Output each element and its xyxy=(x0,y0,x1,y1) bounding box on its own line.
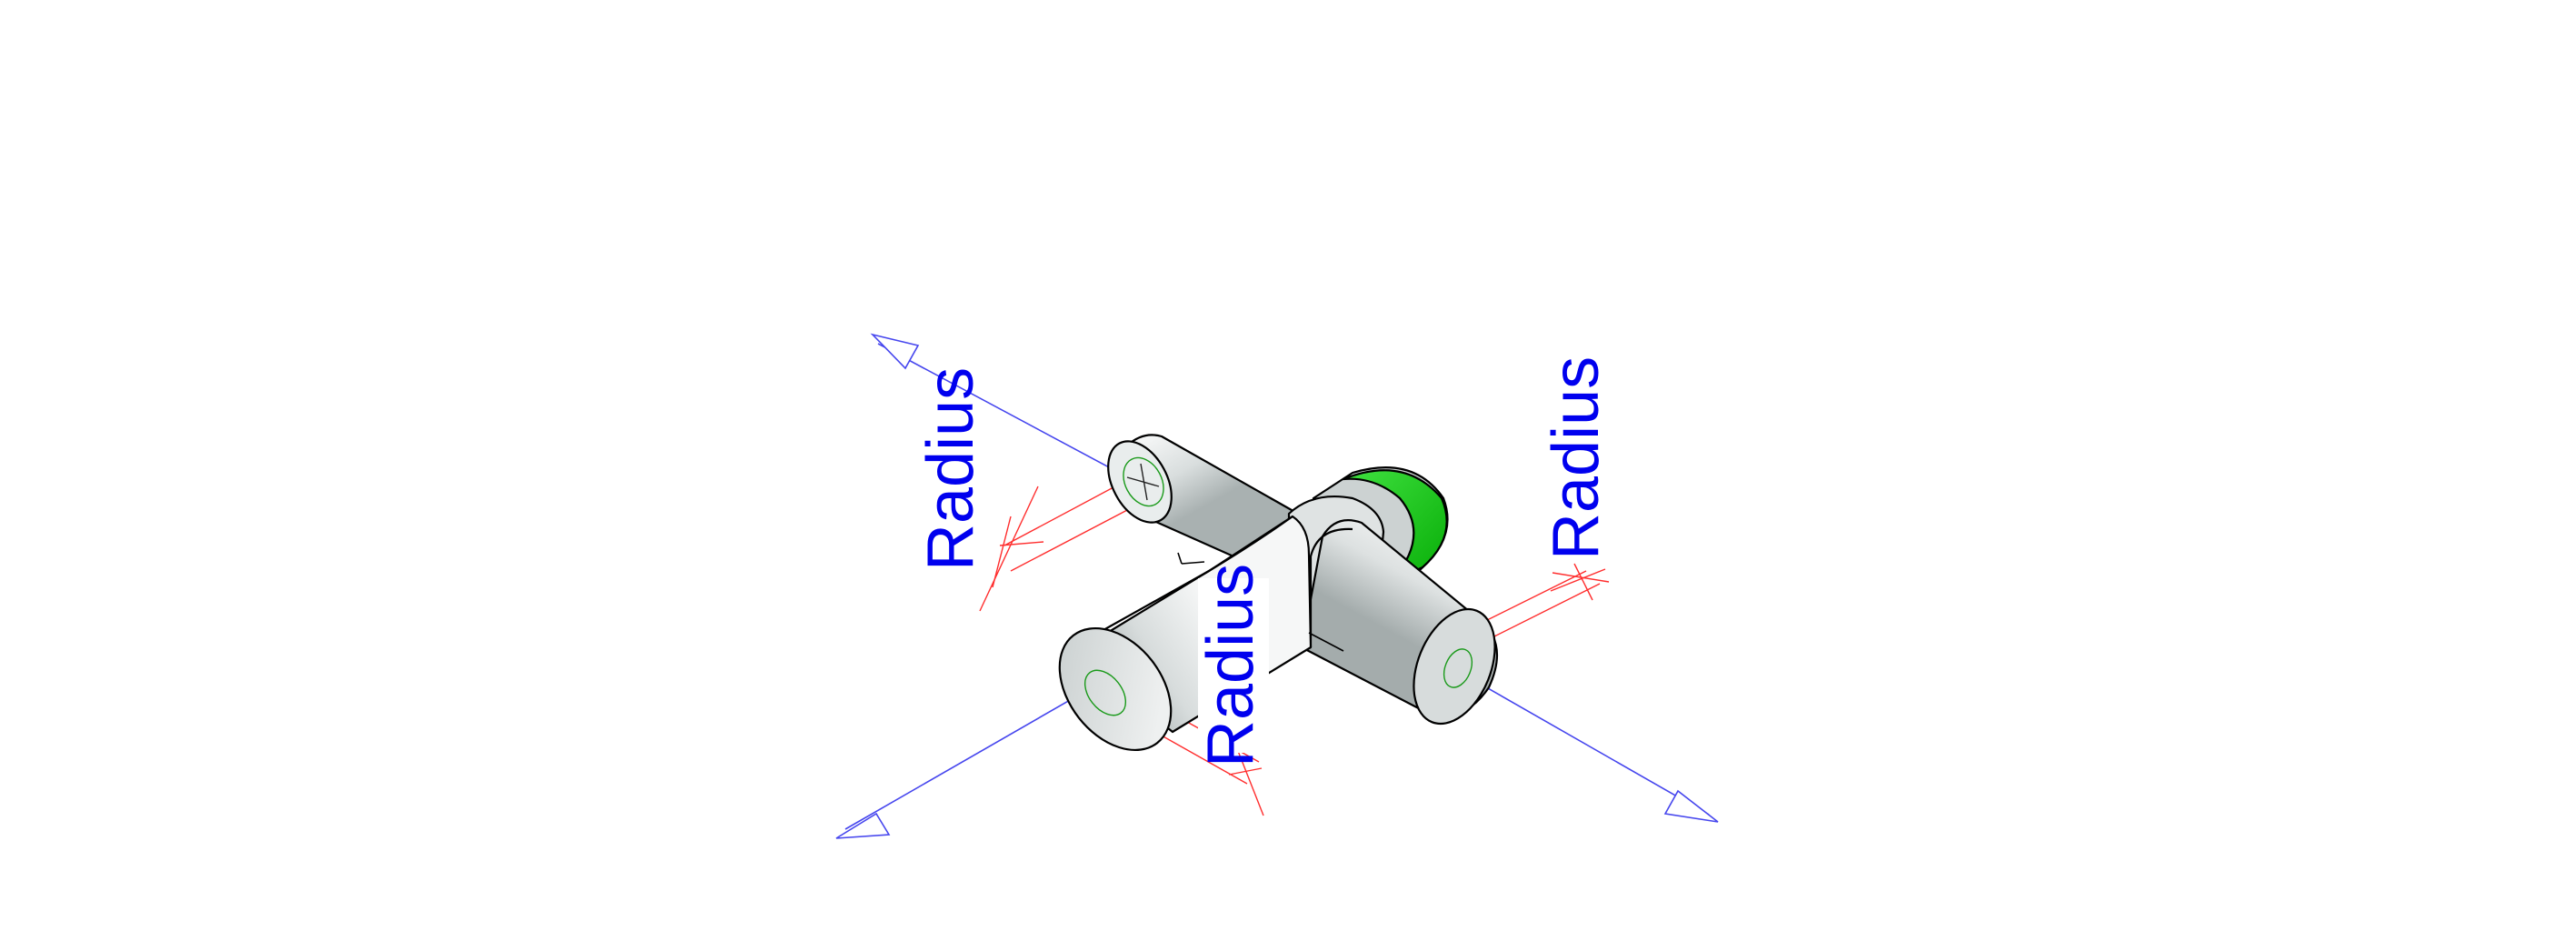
label-background xyxy=(1198,578,1269,753)
axis-line-lower-left xyxy=(844,688,1090,830)
arrow-head-icon xyxy=(835,812,891,839)
radius-label-upper-left[interactable]: Radius xyxy=(914,367,987,571)
hub-inner-edge xyxy=(1309,527,1353,647)
cross-pipe-part[interactable] xyxy=(1037,431,1511,772)
front-left-end-cap xyxy=(1058,626,1173,752)
upper-left-end-cap xyxy=(1107,440,1173,524)
radius-label-right[interactable]: Radius xyxy=(1540,356,1612,560)
circle-center-icon xyxy=(1083,669,1127,716)
seam-mark xyxy=(1181,561,1205,565)
axis-line-upper-left xyxy=(877,343,1137,483)
seam-mark xyxy=(1177,552,1183,565)
radius-label-center[interactable]: Radius xyxy=(1194,564,1267,767)
seam-mark xyxy=(1308,632,1344,652)
right-end-cap xyxy=(1413,607,1496,726)
radius-dimension-right xyxy=(1472,563,1610,645)
highlighted-face[interactable] xyxy=(1342,469,1448,584)
circle-center-icon xyxy=(1123,456,1164,507)
arrow-head-icon xyxy=(1663,789,1719,823)
arrow-head-icon xyxy=(870,333,920,370)
axis-arrows xyxy=(835,333,1719,839)
front-left-top-edge xyxy=(1072,516,1293,648)
axis-lines xyxy=(844,343,1710,830)
circle-center-icon xyxy=(1443,648,1473,688)
axis-line-right xyxy=(1449,666,1710,816)
